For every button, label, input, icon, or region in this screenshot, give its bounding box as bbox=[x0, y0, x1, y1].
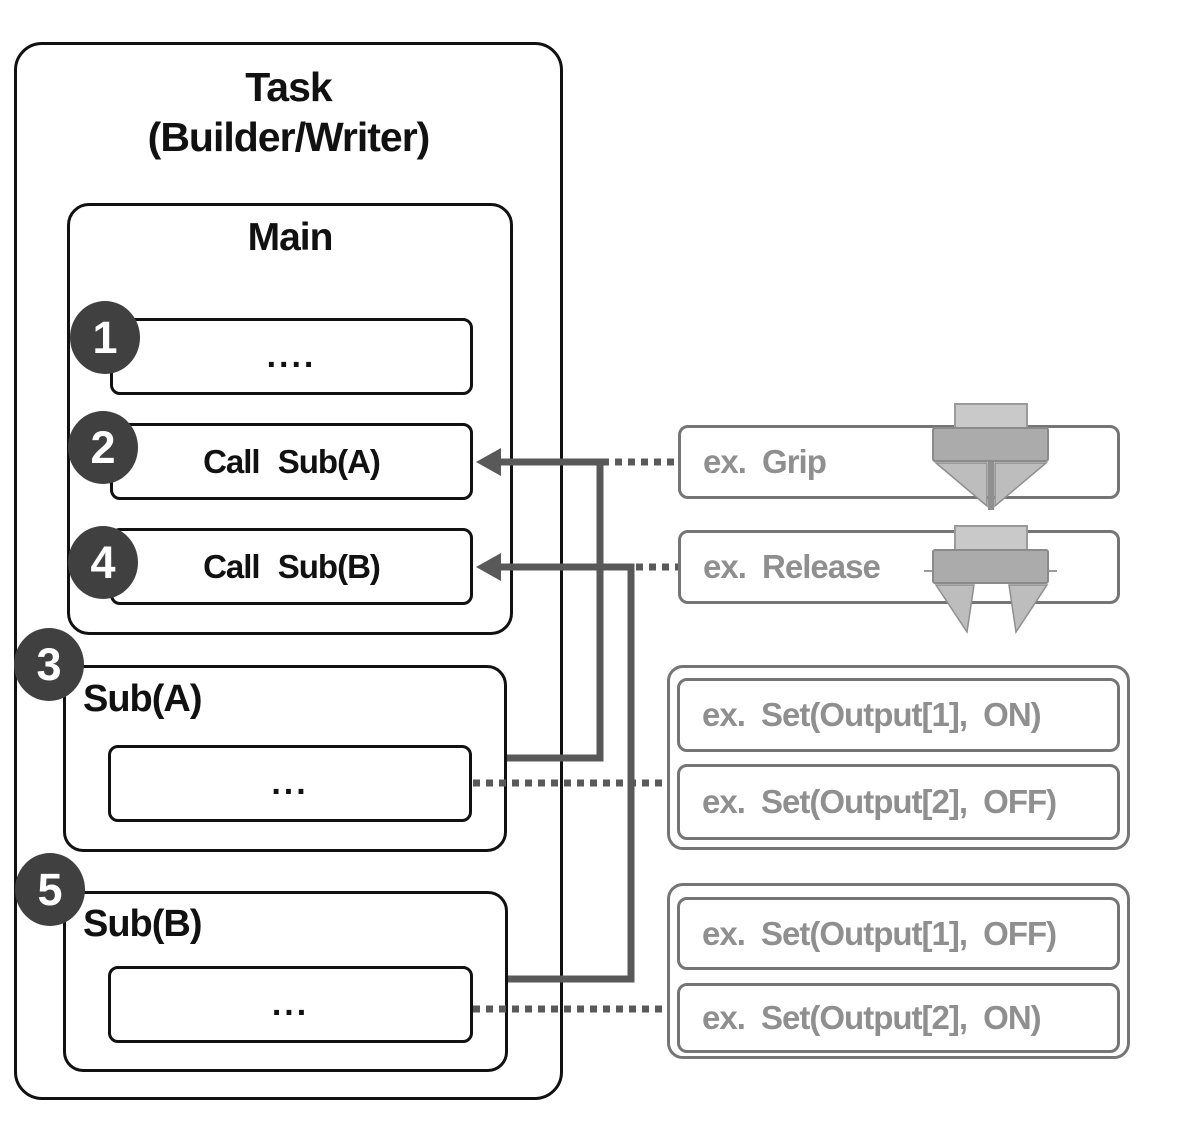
example-release-box: ex. Release bbox=[678, 530, 1120, 604]
step-badge-1: 1 bbox=[70, 301, 140, 374]
main-item-call-sub-b: Call Sub(B) bbox=[110, 528, 473, 605]
sub-a-body: ... bbox=[271, 764, 309, 802]
example-grip-label: ex. Grip bbox=[703, 443, 827, 480]
step-badge-4: 4 bbox=[68, 526, 138, 599]
main-item-dots-label: .... bbox=[266, 337, 317, 375]
example-set-output1-on-label: ex. Set(Output[1], ON) bbox=[702, 696, 1042, 733]
example-set-output1-on: ex. Set(Output[1], ON) bbox=[677, 678, 1120, 752]
step-badge-5: 5 bbox=[15, 853, 85, 926]
main-item-call-sub-a: Call Sub(A) bbox=[110, 423, 473, 500]
task-title-line2: (Builder/Writer) bbox=[147, 114, 431, 161]
main-item-dots: .... bbox=[110, 318, 473, 395]
main-box bbox=[67, 203, 513, 635]
step-badge-2: 2 bbox=[68, 411, 138, 484]
main-title: Main bbox=[247, 216, 334, 259]
step-badge-3: 3 bbox=[14, 628, 84, 701]
sub-a-inner-box: ... bbox=[108, 745, 472, 822]
sub-b-body: ... bbox=[271, 985, 310, 1023]
example-set-output2-off-label: ex. Set(Output[2], OFF) bbox=[702, 783, 1057, 820]
example-release-label: ex. Release bbox=[703, 548, 881, 585]
example-set-output1-off-label: ex. Set(Output[1], OFF) bbox=[702, 914, 1057, 952]
example-set-output2-on: ex. Set(Output[2], ON) bbox=[677, 983, 1120, 1053]
task-title-line1: Task bbox=[245, 64, 332, 110]
example-set-output2-on-label: ex. Set(Output[2], ON) bbox=[702, 999, 1042, 1036]
example-grip-box: ex. Grip bbox=[678, 425, 1120, 499]
call-sub-b-label: Call Sub(B) bbox=[203, 547, 381, 585]
task-title: Task (Builder/Writer) bbox=[14, 62, 563, 162]
call-sub-a-label: Call Sub(A) bbox=[203, 442, 381, 480]
example-set-output2-off: ex. Set(Output[2], OFF) bbox=[677, 764, 1120, 840]
sub-a-title: Sub(A) bbox=[83, 678, 203, 720]
example-set-output1-off: ex. Set(Output[1], OFF) bbox=[677, 897, 1120, 970]
sub-b-title: Sub(B) bbox=[83, 903, 203, 945]
sub-b-inner-box: ... bbox=[108, 966, 473, 1043]
